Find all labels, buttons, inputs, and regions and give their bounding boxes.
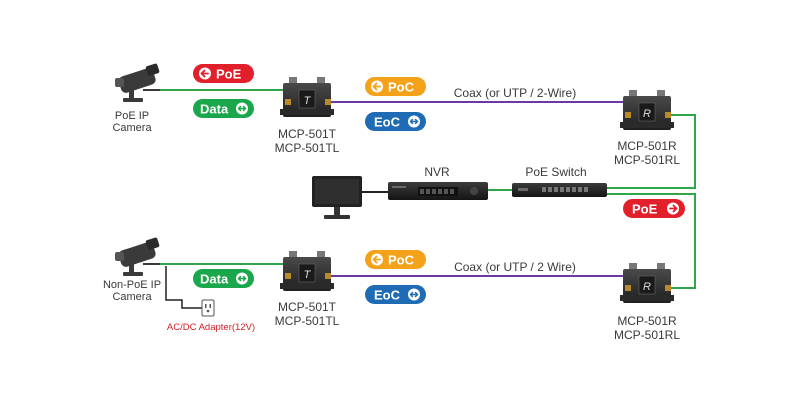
nvr-device-icon <box>388 182 488 200</box>
bottom-poc-pill: PoC <box>365 250 426 269</box>
top-camera-label-line2: Camera <box>112 122 152 134</box>
bottom-poc-pill-label: PoC <box>388 253 415 268</box>
svg-text:R: R <box>643 108 651 120</box>
cables <box>160 89 696 309</box>
monitor-icon <box>312 176 362 219</box>
top-transmitter-label-line1: MCP-501T <box>278 127 337 141</box>
bottom-data-pill: Data <box>193 269 254 288</box>
bottom-camera-label-line2: Camera <box>112 291 152 303</box>
switch-bottom-receiver-ethernet <box>606 193 696 289</box>
svg-text:T: T <box>304 95 312 107</box>
bottom-receiver-label-line1: MCP-501R <box>617 314 677 328</box>
top-eoc-pill-label: EoC <box>374 115 401 130</box>
poe-switch-icon <box>512 183 607 197</box>
adapter-power-cable <box>165 266 202 309</box>
bottom-transmitter-label-line2: MCP-501TL <box>275 314 340 328</box>
top-camera-label-line1: PoE IP <box>115 110 149 122</box>
poe-camera-icon <box>115 63 160 102</box>
top-data-pill-label: Data <box>200 102 229 117</box>
switch-label: PoE Switch <box>525 165 586 179</box>
svg-text:R: R <box>643 281 651 293</box>
middle-poe-pill-label: PoE <box>632 202 658 217</box>
middle-poe-pill: PoE <box>623 199 685 218</box>
bottom-data-pill-label: Data <box>200 272 229 287</box>
top-receiver-device-icon: R <box>620 90 674 130</box>
bottom-transmitter-device-icon: T <box>280 251 334 291</box>
bottom-receiver-label-line2: MCP-501RL <box>614 328 680 342</box>
bottom-eoc-pill-label: EoC <box>374 288 401 303</box>
bottom-camera-label-line1: Non-PoE IP <box>103 279 161 291</box>
non-poe-camera-icon <box>115 237 160 276</box>
top-poe-pill-label: PoE <box>216 67 242 82</box>
top-link-label: Coax (or UTP / 2-Wire) <box>454 86 576 100</box>
top-eoc-pill: EoC <box>365 112 426 131</box>
nvr-label: NVR <box>424 165 450 179</box>
bottom-eoc-pill: EoC <box>365 285 426 304</box>
bottom-link-label: Coax (or UTP / 2 Wire) <box>454 260 576 274</box>
bottom-receiver-device-icon: R <box>620 263 674 303</box>
top-poc-pill-label: PoC <box>388 80 415 95</box>
adapter-label: AC/DC Adapter(12V) <box>167 322 255 333</box>
top-receiver-ethernet <box>606 114 696 189</box>
top-data-pill: Data <box>193 99 254 118</box>
top-poc-pill: PoC <box>365 77 426 96</box>
top-poe-pill: PoE <box>193 64 254 83</box>
bottom-transmitter-label-line1: MCP-501T <box>278 300 337 314</box>
top-transmitter-label-line2: MCP-501TL <box>275 141 340 155</box>
power-outlet-icon <box>201 299 215 317</box>
top-transmitter-device-icon: T <box>280 77 334 117</box>
svg-text:T: T <box>304 269 312 281</box>
top-receiver-label-line1: MCP-501R <box>617 139 677 153</box>
top-receiver-label-line2: MCP-501RL <box>614 153 680 167</box>
